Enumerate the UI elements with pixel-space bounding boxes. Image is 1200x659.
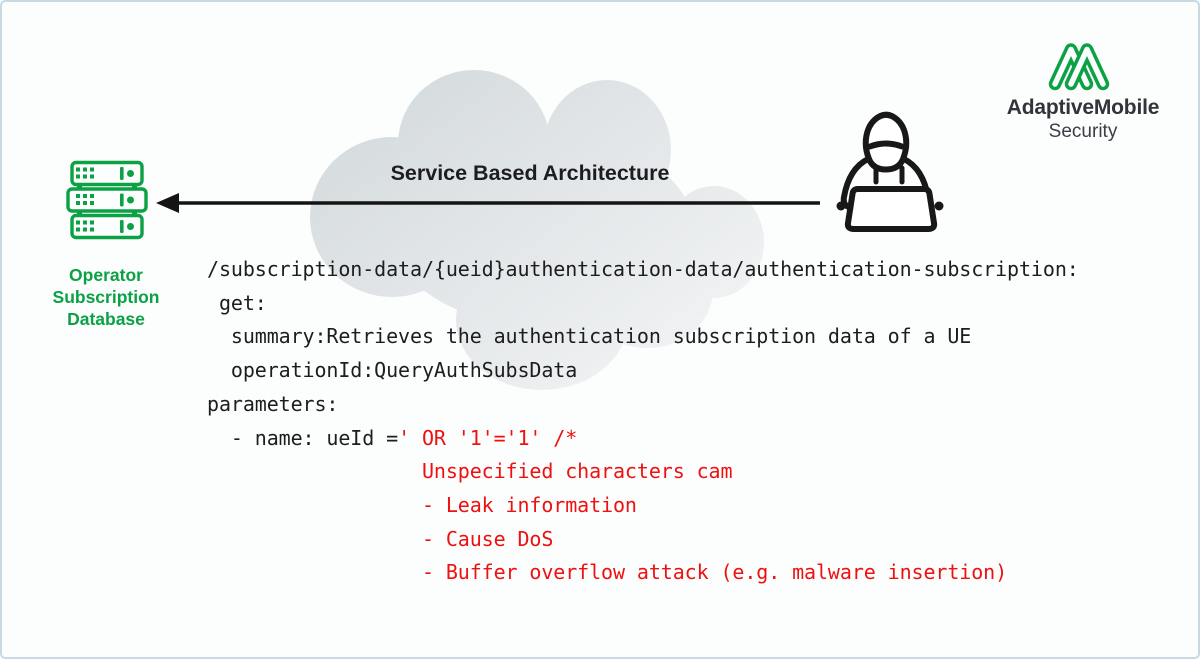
database-label-line: Database (67, 309, 145, 329)
code-line: get: (207, 287, 1079, 321)
cloud-title: Service Based Architecture (390, 161, 670, 185)
code-segment: operationId:QueryAuthSubsData (207, 358, 578, 383)
left-fist (836, 201, 846, 211)
code-segment: parameters: (207, 391, 339, 416)
code-segment: - name: ueId = (207, 425, 399, 450)
adaptivemobile-logo-icon (1048, 43, 1110, 91)
code-line: parameters: (207, 388, 1079, 422)
code-block: /subscription-data/{ueid}authentication-… (207, 253, 1079, 590)
right-fist (934, 201, 944, 211)
code-segment: Unspecified characters cam (207, 459, 733, 484)
code-line: summary:Retrieves the authentication sub… (207, 320, 1079, 354)
code-line: - Cause DoS (207, 523, 1079, 557)
code-line: - Buffer overflow attack (e.g. malware i… (207, 556, 1079, 590)
brand-logo: AdaptiveMobile Security (1006, 96, 1160, 143)
brand-subtitle: Security (1048, 121, 1118, 142)
code-segment: get: (207, 290, 267, 315)
code-segment: ' OR '1'='1' /* (398, 425, 578, 450)
code-segment: - Leak information (207, 492, 637, 517)
hood-brim (867, 140, 905, 150)
code-segment: - Cause DoS (207, 526, 554, 551)
code-segment: /subscription-data/{ueid}authentication-… (207, 257, 1079, 281)
database-label-line: Operator (69, 265, 143, 285)
database-icon (66, 160, 148, 240)
cloud-puffs (310, 70, 764, 390)
laptop-shape (844, 186, 938, 232)
code-line: Unspecified characters cam (207, 455, 1079, 489)
code-segment: summary:Retrieves the authentication sub… (207, 324, 972, 349)
attack-arrow (156, 193, 820, 213)
hacker-icon (836, 111, 944, 232)
code-line: - Leak information (207, 489, 1079, 523)
brand-name: AdaptiveMobile (1006, 96, 1160, 119)
arrow-head-icon (156, 193, 179, 213)
code-line: /subscription-data/{ueid}authentication-… (207, 253, 1079, 287)
code-segment: - Buffer overflow attack (e.g. malware i… (207, 560, 1008, 585)
cloud-shape (310, 70, 764, 390)
code-line: operationId:QueryAuthSubsData (207, 354, 1079, 388)
code-line: - name: ueId =' OR '1'='1' /* (207, 422, 1079, 456)
database-label-line: Subscription (52, 287, 160, 307)
server-leds (76, 167, 134, 233)
database-label: Operator Subscription Database (16, 264, 196, 330)
